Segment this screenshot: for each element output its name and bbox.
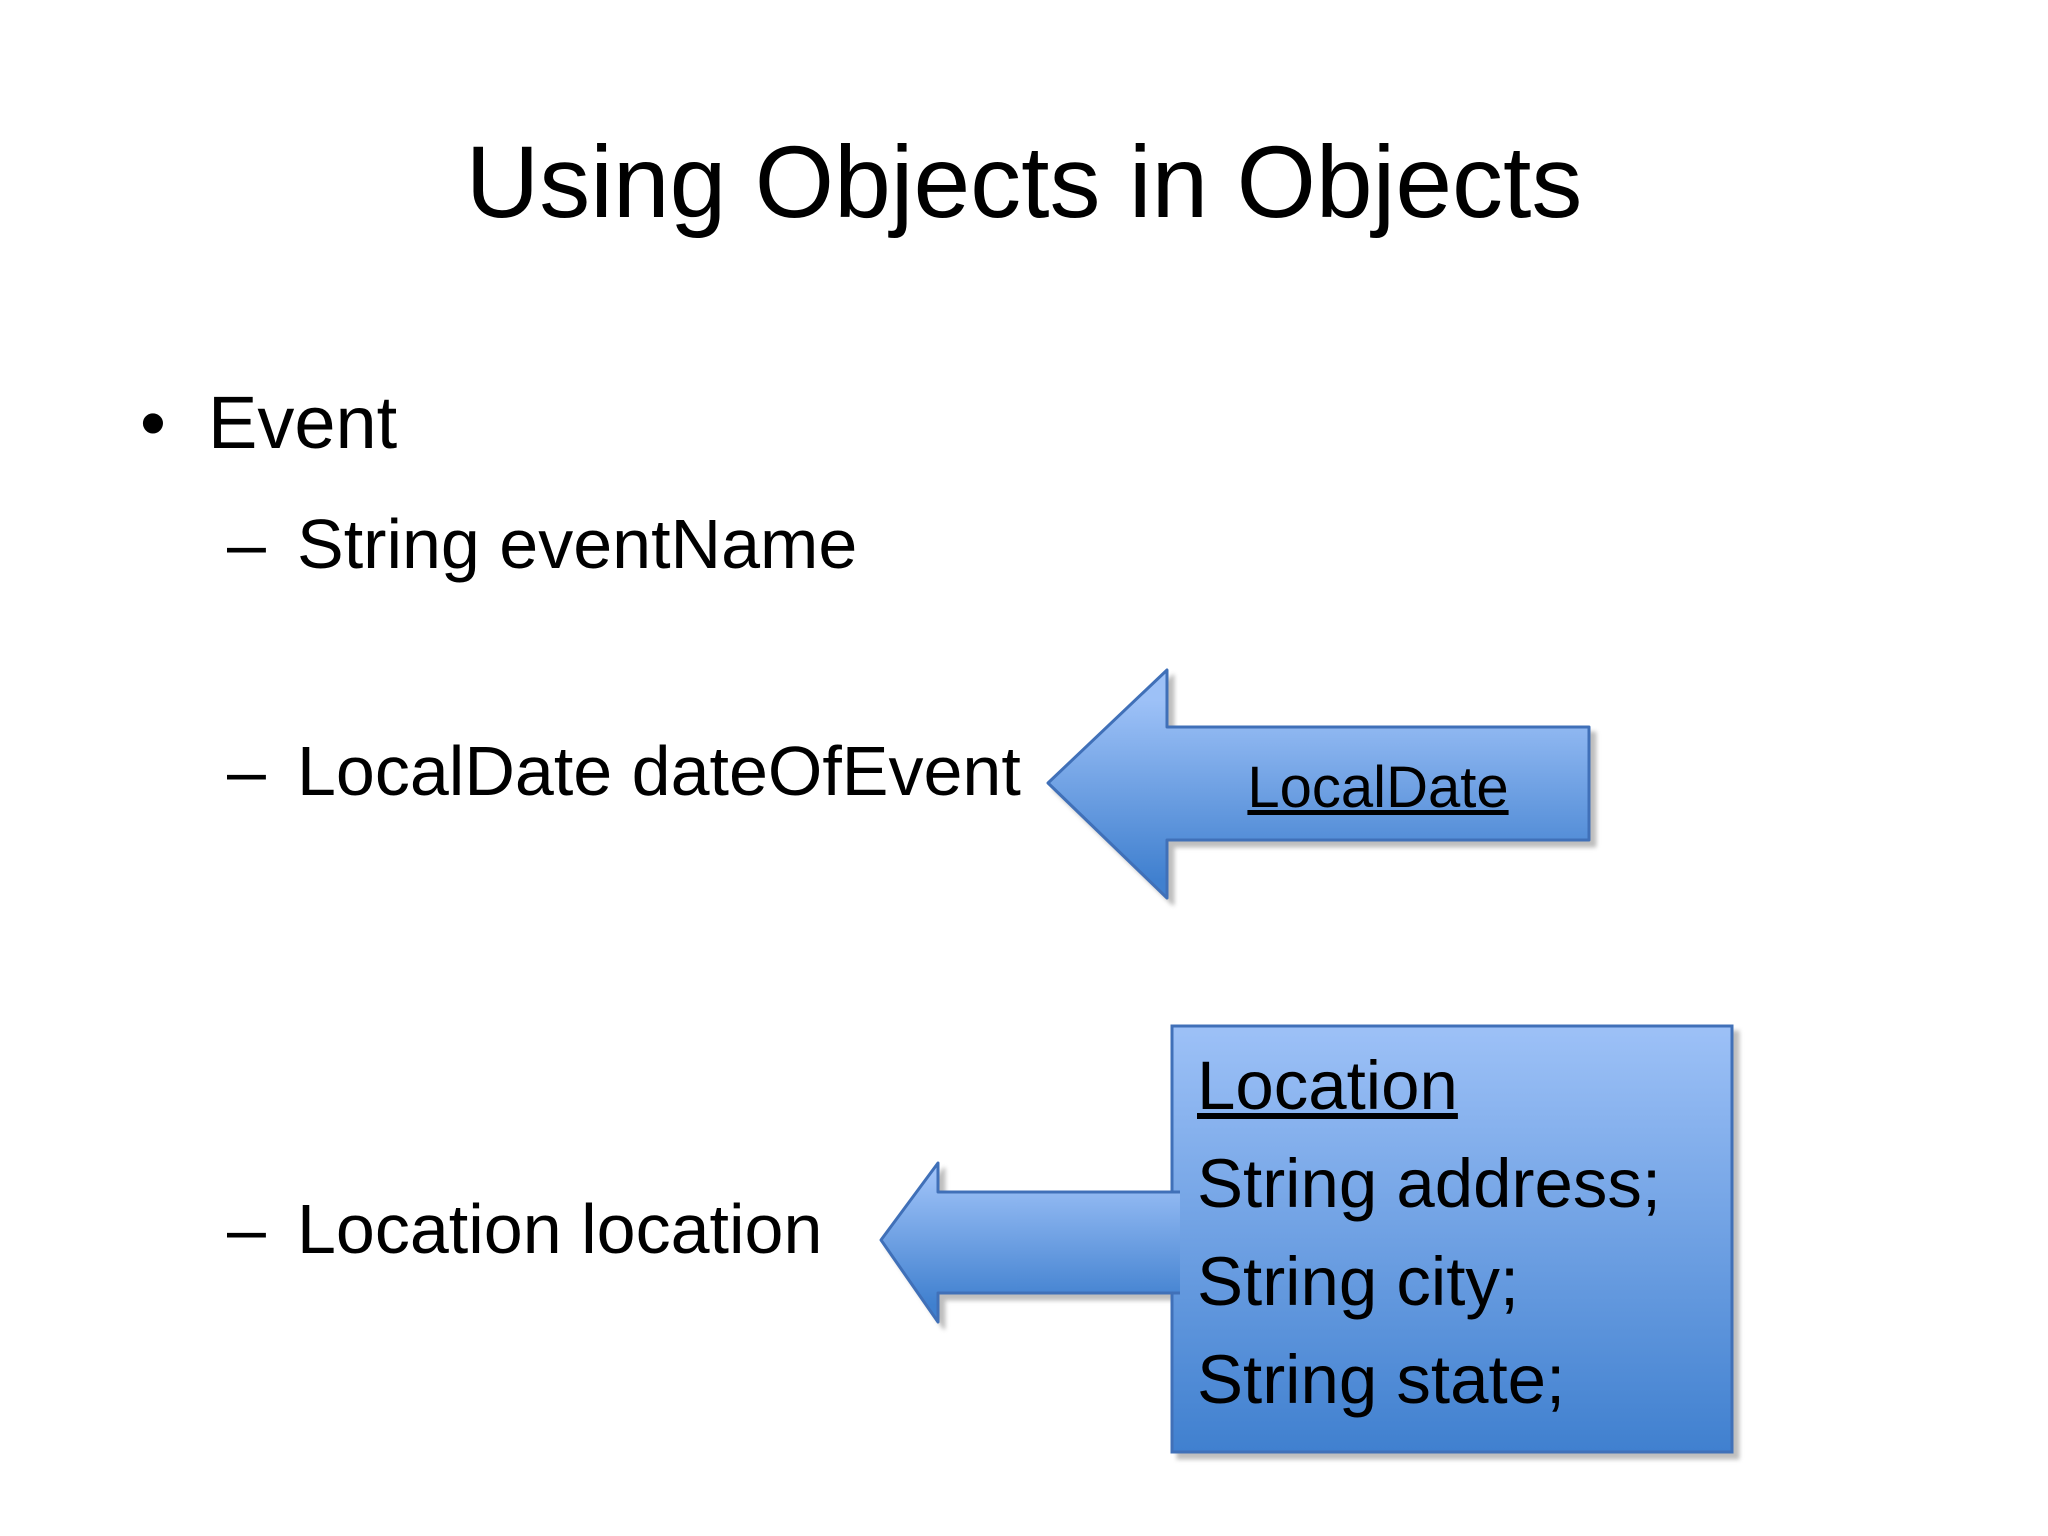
bullet-location-location-label: Location location (297, 1190, 823, 1268)
location-field-city: String city; (1197, 1243, 1520, 1320)
dash-marker: – (227, 732, 266, 810)
location-box-shape (1170, 1024, 1734, 1454)
location-callout-text: Location String address; String city; St… (1197, 1037, 1717, 1429)
bullet-string-eventname-label: String eventName (297, 505, 858, 583)
location-arrow-outline (879, 1161, 1180, 1324)
bullet-localdate-dateofevent-label: LocalDate dateOfEvent (297, 732, 1021, 810)
localdate-callout-label: LocalDate (1247, 755, 1509, 820)
location-arrow-shape (881, 1163, 1180, 1322)
dash-marker: – (227, 1190, 266, 1268)
bullet-event-label: Event (208, 381, 398, 464)
bullet-localdate-dateofevent: – LocalDate dateOfEvent (227, 736, 1021, 806)
bullet-dot-marker: • (140, 381, 166, 464)
bullet-string-eventname: – String eventName (227, 509, 857, 579)
slide-title: Using Objects in Objects (465, 125, 1583, 239)
location-callout-title: Location (1197, 1047, 1458, 1124)
bullet-event: • Event (140, 386, 397, 460)
dash-marker: – (227, 505, 266, 583)
location-field-address: String address; (1197, 1145, 1662, 1222)
localdate-arrow-shape (1046, 668, 1591, 900)
location-field-state: String state; (1197, 1341, 1566, 1418)
bullet-location-location: – Location location (227, 1194, 822, 1264)
